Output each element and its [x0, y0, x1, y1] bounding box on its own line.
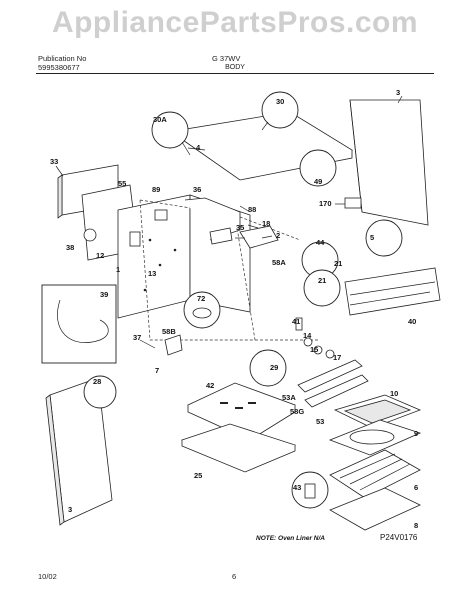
svg-text:29: 29: [270, 363, 278, 372]
callout-28: 28: [83, 375, 117, 409]
svg-text:10: 10: [390, 389, 398, 398]
svg-text:41: 41: [292, 317, 300, 326]
header-rule: [36, 73, 434, 74]
svg-text:43: 43: [293, 483, 301, 492]
callout-30a: 30A: [151, 111, 191, 156]
callout-30: 30: [261, 91, 299, 131]
burner-tube-part: [297, 359, 369, 408]
side-panel-right-part: [45, 377, 113, 526]
callout-39-box: 39: [41, 284, 117, 364]
part-labels: 3 4 33 55 89 36 88 18 35 2 38 12 1 13 58…: [50, 88, 418, 530]
svg-text:58G: 58G: [290, 407, 304, 416]
svg-text:42: 42: [206, 381, 214, 390]
svg-text:18: 18: [262, 219, 270, 228]
svg-text:170: 170: [319, 199, 332, 208]
callout-44-21: 44 21: [301, 238, 342, 279]
watermark: AppliancePartsPros.com: [51, 6, 419, 39]
svg-text:88: 88: [248, 205, 256, 214]
svg-text:89: 89: [152, 185, 160, 194]
svg-text:58A: 58A: [272, 258, 286, 267]
svg-text:38: 38: [66, 243, 74, 252]
callout-5: 5: [365, 219, 403, 257]
svg-text:5: 5: [370, 233, 374, 242]
svg-text:58B: 58B: [162, 327, 176, 336]
callout-43: 43: [291, 471, 329, 509]
svg-text:4: 4: [196, 143, 201, 152]
svg-text:25: 25: [194, 471, 202, 480]
svg-text:12: 12: [96, 251, 104, 260]
small-parts: [139, 317, 335, 359]
callout-49: 49: [299, 149, 337, 187]
svg-text:13: 13: [148, 269, 156, 278]
burner-bracket-assembly: [184, 197, 279, 249]
svg-text:8: 8: [414, 521, 418, 530]
svg-text:55: 55: [118, 179, 126, 188]
svg-text:9: 9: [414, 429, 418, 438]
footer-date: 10/02: [38, 572, 57, 581]
svg-text:39: 39: [100, 290, 108, 299]
svg-text:53A: 53A: [282, 393, 296, 402]
svg-text:35: 35: [236, 223, 244, 232]
oven-bottom-part: [180, 423, 297, 473]
diagram-reference: P24V0176: [380, 533, 418, 542]
bracket-170-part: [335, 197, 362, 209]
footer-page-number: 6: [232, 572, 237, 581]
svg-text:14: 14: [303, 331, 312, 340]
section-title: BODY: [225, 64, 245, 71]
rear-shield-part: [344, 267, 441, 316]
svg-text:28: 28: [93, 377, 101, 386]
svg-text:30A: 30A: [153, 115, 167, 124]
svg-text:3: 3: [68, 505, 72, 514]
svg-text:33: 33: [50, 157, 58, 166]
svg-text:36: 36: [193, 185, 201, 194]
publication-label: Publication No: [38, 54, 87, 63]
svg-text:37: 37: [133, 333, 141, 342]
svg-text:30: 30: [276, 97, 284, 106]
svg-text:44: 44: [316, 238, 325, 247]
svg-text:49: 49: [314, 177, 322, 186]
back-panel-part: [349, 95, 429, 226]
svg-text:7: 7: [155, 366, 159, 375]
callout-29: 29: [249, 349, 287, 387]
svg-text:21: 21: [318, 276, 326, 285]
svg-text:17: 17: [333, 353, 341, 362]
svg-text:6: 6: [414, 483, 418, 492]
publication-number: 5995380677: [38, 63, 80, 72]
svg-text:2: 2: [276, 231, 280, 240]
svg-text:3: 3: [396, 88, 400, 97]
svg-text:72: 72: [197, 294, 205, 303]
svg-text:53: 53: [316, 417, 324, 426]
svg-text:40: 40: [408, 317, 416, 326]
oven-liner-note: NOTE: Oven Liner N/A: [256, 535, 325, 542]
oven-rack-parts: [328, 394, 422, 531]
svg-text:1: 1: [116, 265, 120, 274]
callout-72: 72: [183, 291, 221, 329]
callout-21b: 21: [303, 269, 341, 307]
svg-text:21: 21: [334, 259, 342, 268]
model-number: G 37WV: [212, 54, 241, 63]
svg-text:15: 15: [310, 345, 318, 354]
